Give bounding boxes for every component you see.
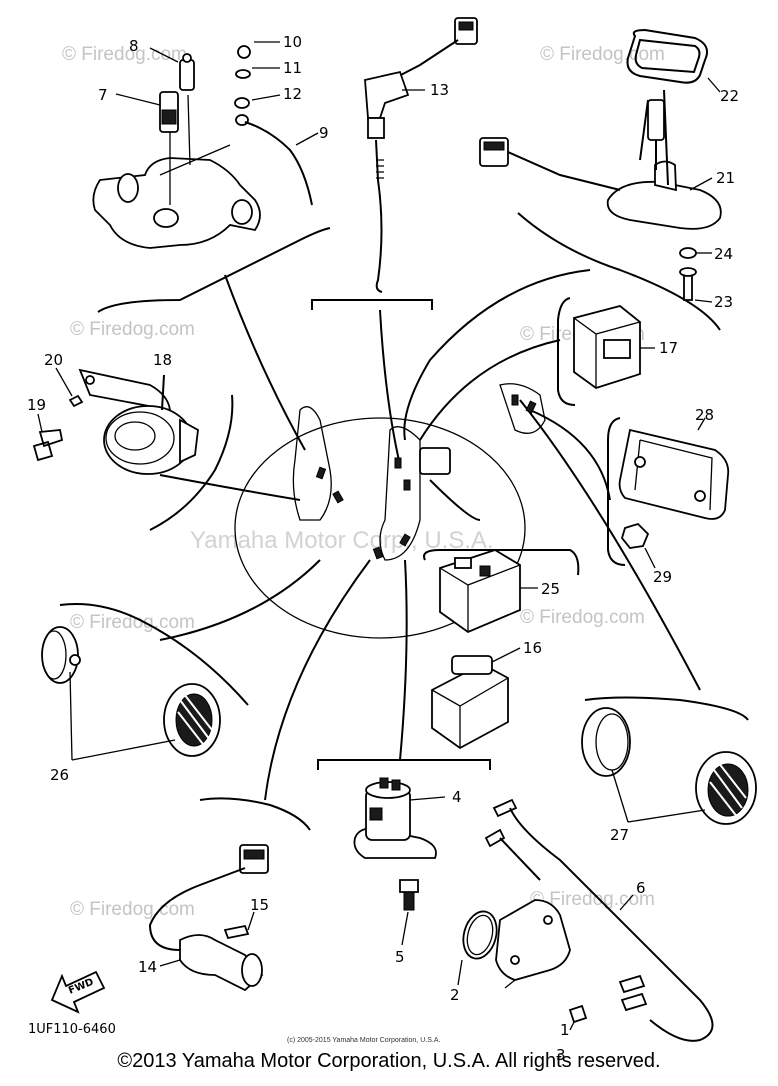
label-29: 29 <box>653 568 672 586</box>
small-copyright: (c) 2005-2015 Yamaha Motor Corporation, … <box>287 1037 440 1044</box>
label-16: 16 <box>523 639 542 657</box>
watermark-firedog: © Firedog.com <box>62 44 187 65</box>
lead-13-group <box>364 17 478 293</box>
label-2: 2 <box>450 986 460 1004</box>
label-11: 11 <box>283 59 302 77</box>
relay-17-group <box>573 305 655 389</box>
label-25: 25 <box>541 580 560 598</box>
label-3: 3 <box>556 1046 566 1064</box>
lead-wire-9 <box>244 121 313 206</box>
bracket-bottom-4 <box>317 759 491 770</box>
horn-group <box>32 367 199 475</box>
bracket-left-18 <box>149 394 234 531</box>
label-27: 27 <box>610 826 629 844</box>
watermark-firedog: © Firedog.com <box>530 889 655 910</box>
solenoid-4 <box>353 777 446 859</box>
label-10: 10 <box>283 33 302 51</box>
bracket-top-right <box>517 212 721 331</box>
label-19: 19 <box>27 396 46 414</box>
label-13: 13 <box>430 81 449 99</box>
screw-23 <box>683 274 693 301</box>
bracket-top-center <box>311 299 433 310</box>
relay-25 <box>439 549 521 634</box>
screw-3 <box>568 1004 588 1024</box>
label-1: 1 <box>560 1021 570 1039</box>
sender-base-21 <box>606 180 722 230</box>
washer-24 <box>679 247 697 259</box>
gasket-22 <box>626 28 708 84</box>
label-6: 6 <box>636 879 646 897</box>
diagram-code: 1UF110-6460 <box>28 1022 116 1037</box>
cap-13 <box>364 70 410 119</box>
sensor-14-group <box>148 844 269 992</box>
bolt-19 <box>32 429 64 462</box>
bolt-5 <box>399 879 419 946</box>
nut-20 <box>68 394 84 408</box>
label-23: 23 <box>714 293 733 311</box>
washer-12 <box>234 97 250 109</box>
bracket-relays-center <box>423 549 580 576</box>
label-7: 7 <box>98 86 108 104</box>
label-4: 4 <box>452 788 462 806</box>
cover-1 <box>495 899 571 981</box>
bolt-10 <box>237 45 251 59</box>
lead-wire-6 <box>484 798 714 1042</box>
bracket-right-28 <box>607 417 626 566</box>
watermark-firedog: © Firedog.com <box>70 899 195 920</box>
engine-temp-group <box>92 41 319 249</box>
relay-16 <box>431 662 509 750</box>
label-9: 9 <box>319 124 329 142</box>
bracket-top-left <box>97 227 331 313</box>
wire-harness <box>159 269 701 801</box>
washer-11 <box>235 69 251 79</box>
label-20: 20 <box>44 351 63 369</box>
bracket-left-26 <box>59 603 249 706</box>
label-15: 15 <box>250 896 269 914</box>
label-26: 26 <box>50 766 69 784</box>
thermo-sensor <box>179 59 195 91</box>
bracket-relay-17 <box>557 297 576 406</box>
fuel-sender-group <box>479 28 722 303</box>
label-17: 17 <box>659 339 678 357</box>
label-18: 18 <box>153 351 172 369</box>
lamps-27 <box>581 707 757 825</box>
watermark-firedog: © Firedog.com <box>70 319 195 340</box>
horn-bracket-20 <box>78 368 172 412</box>
label-22: 22 <box>720 87 739 105</box>
lamp-27a <box>581 707 631 777</box>
group-brackets <box>59 212 749 831</box>
screw-15 <box>223 924 250 940</box>
bracket-right-27 <box>584 696 749 721</box>
nut-29 <box>621 522 650 549</box>
label-5: 5 <box>395 948 405 966</box>
lamps-26 <box>41 626 221 761</box>
fwd-arrow: FWD <box>50 970 106 1014</box>
watermark-firedog: © Firedog.com <box>540 44 665 65</box>
label-21: 21 <box>716 169 735 187</box>
label-28: 28 <box>695 406 714 424</box>
cover-1-group <box>457 899 588 1031</box>
label-14: 14 <box>138 958 157 976</box>
label-12: 12 <box>283 85 302 103</box>
part-labels: 1 2 3 4 5 6 7 8 9 10 11 12 13 14 15 16 1… <box>27 33 739 1064</box>
relays-center <box>431 549 538 750</box>
label-24: 24 <box>714 245 733 263</box>
bracket-28-group <box>618 417 730 569</box>
label-8: 8 <box>129 37 139 55</box>
watermark-firedog: © Firedog.com <box>520 607 645 628</box>
watermark-firedog: © Firedog.com <box>70 612 195 633</box>
bracket-bottom-14 <box>199 797 311 831</box>
footer-copyright: ©2013 Yamaha Motor Corporation, U.S.A. A… <box>117 1050 661 1072</box>
